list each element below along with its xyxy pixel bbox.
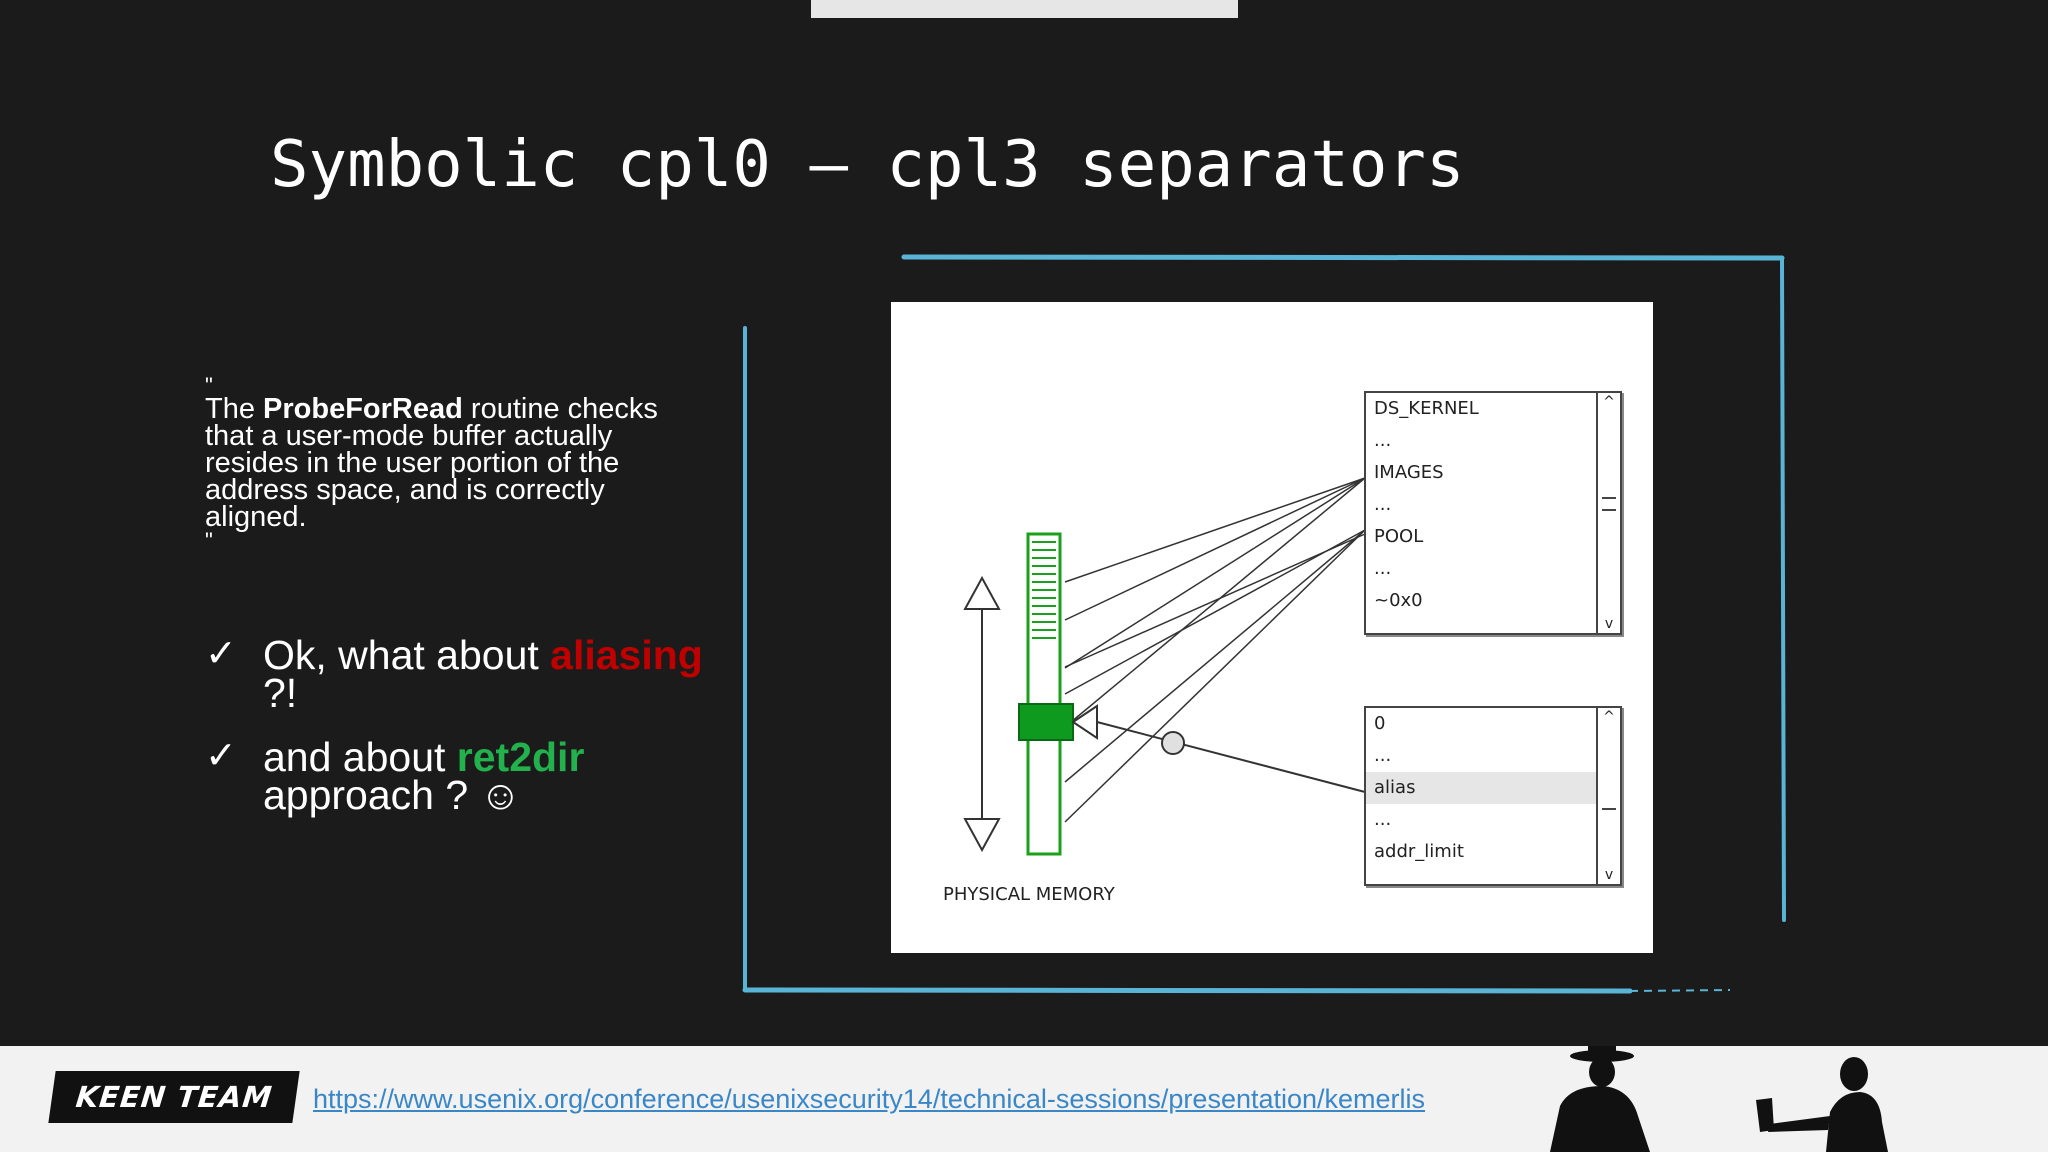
memory-bar-stripes bbox=[1032, 541, 1056, 639]
checkmark-icon: ✓ bbox=[205, 631, 237, 675]
close-quote-mark: " bbox=[205, 528, 213, 553]
list-item-selected[interactable]: alias bbox=[1366, 772, 1596, 804]
down-arrow-icon bbox=[963, 818, 1001, 853]
scrollbar[interactable]: ^ v bbox=[1596, 393, 1620, 633]
aliased-page-block bbox=[1018, 703, 1074, 741]
footer-bar: KEEN TEAM https://www.usenix.org/confere… bbox=[0, 1046, 2048, 1152]
quote-routine-name: ProbeForRead bbox=[263, 393, 463, 425]
list-item[interactable]: ... bbox=[1374, 494, 1392, 515]
physical-memory-bar bbox=[1026, 532, 1062, 856]
scroll-up-icon[interactable]: ^ bbox=[1603, 394, 1615, 410]
bullet-highlight-aliasing: aliasing bbox=[550, 632, 703, 678]
scroll-up-icon[interactable]: ^ bbox=[1603, 709, 1615, 725]
keen-team-logo: KEEN TEAM bbox=[48, 1071, 300, 1123]
scroll-thumb[interactable] bbox=[1602, 808, 1616, 810]
bullet-text-pre: Ok, what about bbox=[263, 632, 551, 678]
scroll-down-icon[interactable]: v bbox=[1604, 867, 1614, 883]
physical-memory-label: PHYSICAL MEMORY bbox=[943, 884, 1115, 905]
scrollbar[interactable]: ^ v bbox=[1596, 708, 1620, 884]
up-arrow-icon bbox=[963, 575, 1001, 610]
scroll-down-icon[interactable]: v bbox=[1604, 616, 1614, 632]
bullet-highlight-ret2dir: ret2dir bbox=[456, 734, 585, 780]
bullet-ret2dir: ✓ and about ret2dir approach ? ☺ bbox=[205, 733, 725, 816]
scroll-thumb[interactable] bbox=[1602, 497, 1616, 499]
logo-text: KEEN TEAM bbox=[74, 1080, 274, 1114]
connector-node-icon bbox=[1161, 731, 1185, 755]
bullet-text-pre: and about bbox=[263, 734, 457, 780]
bullet-text-post: approach ? ☺ bbox=[263, 772, 522, 818]
diagram-lines bbox=[963, 477, 1366, 856]
quote-text-pre: The bbox=[205, 393, 264, 425]
scroll-thumb[interactable] bbox=[1602, 509, 1616, 511]
address-limit-list[interactable]: 0 ... alias ... addr_limit ^ v bbox=[1364, 706, 1622, 886]
address-limit-items: 0 ... alias ... addr_limit bbox=[1366, 708, 1596, 884]
slide-title: Symbolic cpl0 – cpl3 separators bbox=[270, 128, 1465, 202]
open-quote-mark: " bbox=[205, 373, 213, 398]
list-item[interactable]: POOL bbox=[1374, 526, 1424, 547]
list-item[interactable]: ... bbox=[1374, 430, 1392, 451]
list-item[interactable]: DS_KERNEL bbox=[1374, 398, 1479, 419]
sketch-frame bbox=[742, 254, 1786, 994]
martial-arts-silhouettes-image bbox=[1550, 1046, 1888, 1152]
list-item[interactable]: addr_limit bbox=[1374, 841, 1464, 862]
bullet-text-post: ?! bbox=[263, 670, 298, 716]
top-tab bbox=[811, 0, 1238, 18]
memory-diagram: DS_KERNEL ... IMAGES ... POOL ... ~0x0 ^… bbox=[891, 302, 1653, 953]
kernel-regions-items: DS_KERNEL ... IMAGES ... POOL ... ~0x0 bbox=[1366, 393, 1596, 633]
list-item[interactable]: ... bbox=[1374, 558, 1392, 579]
quote-text-post: routine checks that a user-mode buffer a… bbox=[205, 393, 658, 533]
checkmark-icon: ✓ bbox=[205, 733, 237, 777]
mapping-lines bbox=[1064, 477, 1366, 823]
kernel-regions-list[interactable]: DS_KERNEL ... IMAGES ... POOL ... ~0x0 ^… bbox=[1364, 391, 1622, 635]
usenix-presentation-link[interactable]: https://www.usenix.org/conference/usenix… bbox=[313, 1084, 1426, 1114]
bullet-list: ✓ Ok, what about aliasing ?! ✓ and about… bbox=[205, 631, 725, 840]
list-item[interactable]: ~0x0 bbox=[1374, 590, 1423, 611]
list-item[interactable]: IMAGES bbox=[1374, 462, 1444, 483]
alias-connector bbox=[1096, 721, 1366, 793]
quote-block: " The ProbeForRead routine checks that a… bbox=[205, 373, 675, 553]
list-item[interactable]: ... bbox=[1374, 745, 1392, 766]
list-item[interactable]: 0 bbox=[1374, 713, 1386, 734]
list-item[interactable]: ... bbox=[1374, 809, 1392, 830]
bullet-aliasing: ✓ Ok, what about aliasing ?! bbox=[205, 631, 725, 714]
